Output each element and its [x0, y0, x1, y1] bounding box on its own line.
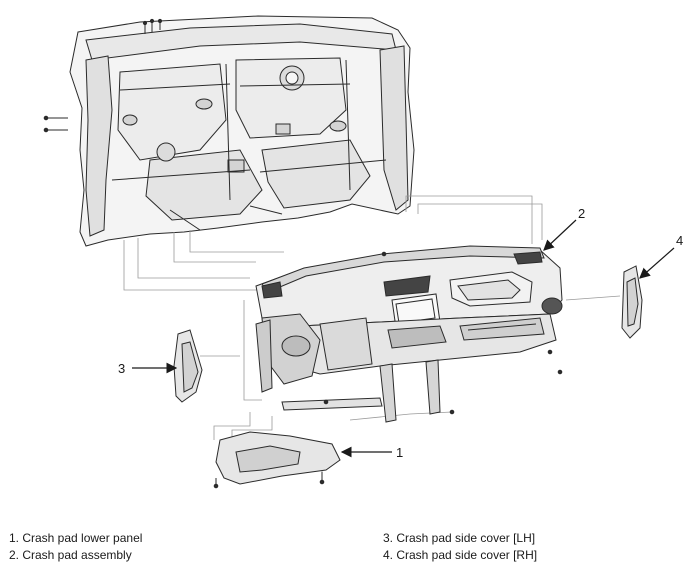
- callout-2-label: 2: [578, 206, 585, 221]
- callout-1-label: 1: [396, 445, 403, 460]
- crash-pad-side-cover-lh: [173, 329, 203, 403]
- crash-pad-assembly: [255, 245, 563, 423]
- callout-4: 4: [639, 233, 683, 279]
- legend-column-left: 1. Crash pad lower panel 2. Crash pad as…: [9, 530, 142, 564]
- exploded-assembly-diagram: 1 2 3 4: [43, 15, 683, 489]
- callout-1: 1: [340, 445, 403, 460]
- legend-item-2: 2. Crash pad assembly: [9, 548, 132, 562]
- legend-column-right: 3. Crash pad side cover [LH] 4. Crash pa…: [383, 530, 537, 564]
- legend-item-3: 3. Crash pad side cover [LH]: [383, 531, 536, 545]
- callout-4-label: 4: [676, 233, 683, 248]
- callout-2: 2: [543, 206, 585, 251]
- callout-3: 3: [118, 361, 178, 376]
- crash-pad-side-cover-rh: [621, 265, 643, 339]
- dash-panel-body: [43, 15, 415, 247]
- callout-3-label: 3: [118, 361, 125, 376]
- legend-item-4: 4. Crash pad side cover [RH]: [383, 548, 538, 562]
- crash-pad-lower-panel: [213, 431, 341, 489]
- legend-item-1: 1. Crash pad lower panel: [9, 531, 143, 545]
- parts-legend: 1. Crash pad lower panel 2. Crash pad as…: [0, 530, 695, 570]
